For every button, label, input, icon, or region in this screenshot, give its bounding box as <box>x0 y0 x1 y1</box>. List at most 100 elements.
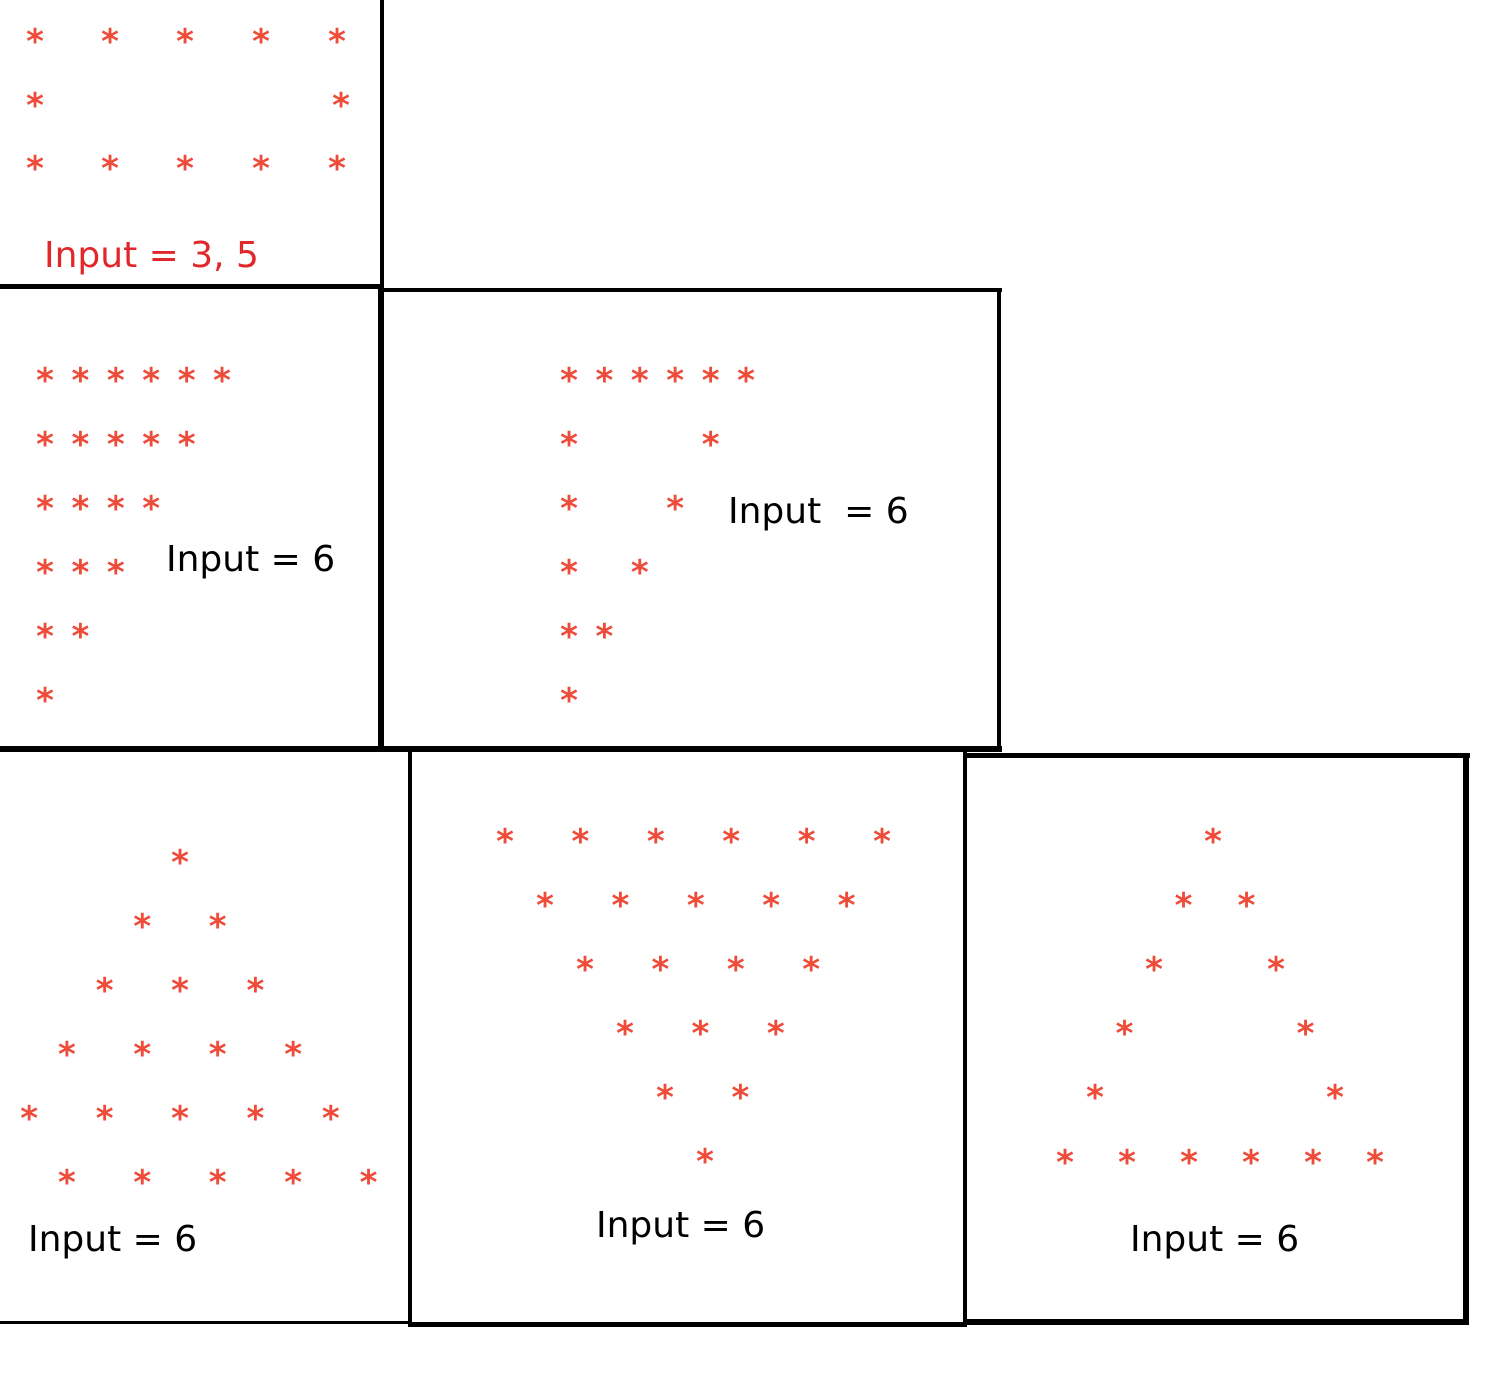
panel-5-border-right <box>963 752 967 1326</box>
star-hollow-inverted-right-triangle: * <box>666 489 685 529</box>
star-pyramid: * <box>58 1035 76 1075</box>
star-inverted-right-triangle: * <box>36 425 54 465</box>
star-inverted-pyramid: * <box>837 886 856 926</box>
star-hollow-rectangle: * <box>252 22 270 62</box>
star-inverted-pyramid: * <box>656 1078 674 1118</box>
star-hollow-rectangle: * <box>101 22 119 62</box>
star-inverted-pyramid: * <box>731 1078 750 1118</box>
star-pyramid: * <box>58 1163 76 1203</box>
star-hollow-rectangle: * <box>26 22 44 62</box>
label-inverted-pyramid: Input = 6 <box>596 1205 766 1246</box>
star-inverted-right-triangle: * <box>142 361 161 401</box>
star-hollow-rectangle: * <box>332 86 350 126</box>
panel-1-border-right <box>380 0 384 288</box>
star-inverted-pyramid: * <box>616 1014 634 1054</box>
star-inverted-right-triangle: * <box>177 425 196 465</box>
star-hollow-rectangle: * <box>252 149 270 189</box>
star-inverted-pyramid: * <box>762 886 781 926</box>
star-hollow-inverted-right-triangle: * <box>560 617 578 657</box>
star-hollow-pyramid: * <box>1086 1078 1104 1118</box>
star-inverted-right-triangle: * <box>142 425 161 465</box>
star-hollow-pyramid: * <box>1267 950 1285 990</box>
star-inverted-right-triangle: * <box>36 681 54 721</box>
star-inverted-right-triangle: * <box>71 617 90 657</box>
star-pyramid: * <box>133 907 152 947</box>
star-hollow-pyramid: * <box>1366 1143 1384 1183</box>
label-hollow-pyramid: Input = 6 <box>1130 1219 1300 1260</box>
star-pyramid: * <box>133 1163 152 1203</box>
label-hollow-inverted-right-triangle: Input = 6 <box>728 491 909 532</box>
star-hollow-pyramid: * <box>1296 1014 1315 1054</box>
panel-inverted-right-triangle: ********************* <box>0 290 380 748</box>
star-hollow-rectangle: * <box>176 22 194 62</box>
panel-3-border-top <box>382 288 1002 292</box>
star-inverted-right-triangle: * <box>36 489 54 529</box>
panel-1-border-bottom <box>0 284 384 289</box>
panel-2-border-right <box>378 286 384 752</box>
star-hollow-inverted-right-triangle: * <box>737 361 755 401</box>
star-pyramid: * <box>133 1035 152 1075</box>
panel-hollow-pyramid: *************** <box>967 758 1464 1320</box>
star-inverted-pyramid: * <box>646 822 665 862</box>
panel-6-border-bottom <box>963 1319 1469 1325</box>
star-hollow-pyramid: * <box>1180 1143 1198 1183</box>
star-hollow-inverted-right-triangle: * <box>701 361 720 401</box>
star-inverted-right-triangle: * <box>106 425 125 465</box>
star-inverted-right-triangle: * <box>142 489 161 529</box>
panel-5-border-bottom <box>408 1322 967 1327</box>
star-pyramid: * <box>20 1099 39 1139</box>
star-hollow-pyramid: * <box>1242 1143 1260 1183</box>
star-inverted-pyramid: * <box>611 886 630 926</box>
star-inverted-right-triangle: * <box>36 361 54 401</box>
star-pyramid: * <box>171 1099 189 1139</box>
star-hollow-inverted-right-triangle: * <box>666 361 685 401</box>
star-hollow-pyramid: * <box>1304 1143 1322 1183</box>
star-hollow-rectangle: * <box>101 149 119 189</box>
star-pyramid: * <box>95 1099 114 1139</box>
panel-hollow-inverted-right-triangle: *************** <box>384 292 998 748</box>
star-hollow-inverted-right-triangle: * <box>595 617 614 657</box>
star-inverted-pyramid: * <box>696 1142 714 1182</box>
star-hollow-inverted-right-triangle: * <box>630 361 649 401</box>
star-inverted-right-triangle: * <box>71 425 90 465</box>
star-hollow-inverted-right-triangle: * <box>595 361 614 401</box>
star-hollow-rectangle: * <box>328 22 346 62</box>
star-hollow-inverted-right-triangle: * <box>560 681 578 721</box>
star-inverted-right-triangle: * <box>71 553 90 593</box>
star-hollow-inverted-right-triangle: * <box>701 425 720 465</box>
star-hollow-rectangle: * <box>26 86 44 126</box>
star-pyramid: * <box>208 907 227 947</box>
star-inverted-right-triangle: * <box>106 489 125 529</box>
star-inverted-pyramid: * <box>651 950 670 990</box>
star-inverted-right-triangle: * <box>36 553 54 593</box>
panel-hollow-rectangle: ************ <box>0 0 382 286</box>
star-hollow-rectangle: * <box>26 149 44 189</box>
label-inverted-right-triangle: Input = 6 <box>166 539 336 580</box>
star-inverted-pyramid: * <box>536 886 554 926</box>
star-hollow-pyramid: * <box>1056 1143 1074 1183</box>
panel-2-border-bottom <box>0 746 384 752</box>
star-hollow-inverted-right-triangle: * <box>560 489 578 529</box>
panel-4-border-bottom <box>0 1321 412 1324</box>
star-hollow-pyramid: * <box>1115 1014 1134 1054</box>
star-inverted-pyramid: * <box>797 822 816 862</box>
star-inverted-pyramid: * <box>873 822 891 862</box>
star-hollow-pyramid: * <box>1237 886 1256 926</box>
star-pyramid: * <box>284 1035 302 1075</box>
star-hollow-rectangle: * <box>328 149 346 189</box>
star-hollow-inverted-right-triangle: * <box>630 553 649 593</box>
panel-3-border-right <box>997 288 1001 752</box>
star-hollow-pyramid: * <box>1118 1143 1136 1183</box>
star-hollow-inverted-right-triangle: * <box>560 553 578 593</box>
star-hollow-pyramid: * <box>1204 822 1222 862</box>
star-inverted-right-triangle: * <box>106 361 125 401</box>
panel-3-border-bottom <box>382 746 1002 752</box>
panel-6-border-right <box>1463 753 1469 1325</box>
star-inverted-pyramid: * <box>766 1014 785 1054</box>
star-pyramid: * <box>95 971 114 1011</box>
star-inverted-pyramid: * <box>726 950 745 990</box>
label-pyramid: Input = 6 <box>28 1219 198 1260</box>
star-pyramid: * <box>208 1035 227 1075</box>
star-inverted-right-triangle: * <box>106 553 125 593</box>
star-hollow-inverted-right-triangle: * <box>560 361 578 401</box>
